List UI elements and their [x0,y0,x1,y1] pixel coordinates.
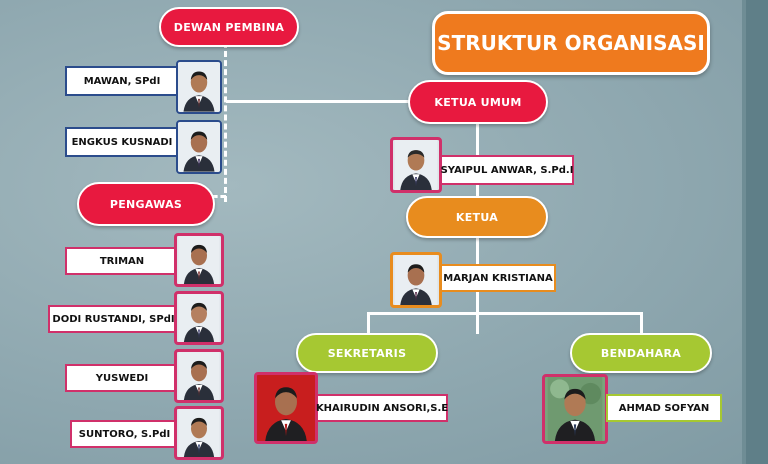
right-edge-band [746,0,768,464]
member-photo-khairudin [254,372,318,444]
member-photo-ahmad [542,374,608,444]
left-dashed-connector [224,42,227,202]
branch-right-drop [640,312,643,336]
member-name-ahmad: AHMAD SOFYAN [606,394,722,422]
ketua-umum-to-left-line [226,100,412,103]
member-name-khairudin: KHAIRUDIN ANSORI,S.E [316,394,448,422]
member-name-suntoro: SUNTORO, S.PdI [70,420,179,448]
role-bendahara: BENDAHARA [570,333,712,373]
member-name-syaipul: SYAIPUL ANWAR, S.Pd.I [440,155,574,185]
branch-horizontal-line [368,312,642,315]
member-name-dodi: DODI RUSTANDI, SPdI [48,305,179,333]
role-pengawas: PENGAWAS [77,182,215,226]
member-name-marjan: MARJAN KRISTIANA [440,264,556,292]
role-ketua-umum: KETUA UMUM [408,80,548,124]
member-photo-syaipul [390,137,442,193]
role-dewan-pembina: DEWAN PEMBINA [159,7,299,47]
member-photo-marjan [390,252,442,308]
member-name-yuswedi: YUSWEDI [65,364,179,392]
member-photo-yuswedi [174,349,224,403]
member-name-mawan: MAWAN, SPdI [65,66,179,96]
role-sekretaris: SEKRETARIS [296,333,438,373]
chart-title: STRUKTUR ORGANISASI [432,11,710,75]
member-photo-mawan [176,60,222,114]
member-name-engkus: ENGKUS KUSNADI [65,127,179,157]
member-photo-dodi [174,291,224,345]
member-name-triman: TRIMAN [65,247,179,275]
branch-left-drop [367,312,370,336]
member-photo-triman [174,233,224,287]
member-photo-suntoro [174,406,224,460]
pengawas-dashed-connector [212,195,226,198]
member-photo-engkus [176,120,222,174]
role-ketua: KETUA [406,196,548,238]
right-edge-stripe [742,0,746,464]
